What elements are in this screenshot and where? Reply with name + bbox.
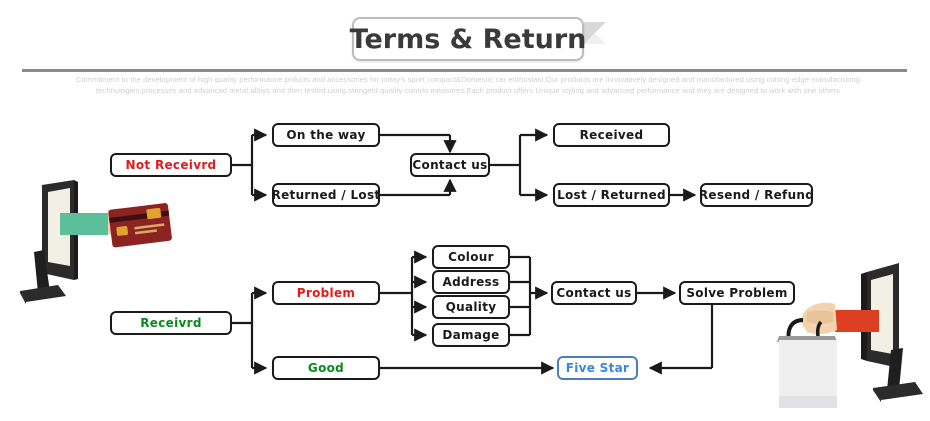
monitor-credit-card-illustration [20,180,172,304]
node-contact-us-top[interactable]: Contact us [410,153,490,177]
flowchart: Not Receivrd On the way Returned / Lost … [0,105,930,421]
flowchart-connectors [232,128,714,375]
node-problem[interactable]: Problem [272,281,380,305]
monitor-shopping-bag-illustration [777,263,923,408]
node-solve-problem[interactable]: Solve Problem [679,281,795,305]
header-divider [22,69,907,72]
banner-fold-icon [584,22,606,44]
node-not-received[interactable]: Not Receivrd [110,153,232,177]
banner-tag: Terms & Return [349,17,587,61]
intro-paragraph: Commitment to the development of high qu… [75,75,861,95]
node-quality[interactable]: Quality [432,295,510,319]
node-received[interactable]: Received [553,123,670,147]
node-resend-refund[interactable]: Resend / Refund [699,183,814,207]
node-on-the-way[interactable]: On the way [272,123,380,147]
header-banner: Terms & Return [0,0,930,72]
node-received-root[interactable]: Receivrd [110,311,232,335]
page-title: Terms & Return [349,23,587,55]
node-address[interactable]: Address [432,270,510,294]
node-damage[interactable]: Damage [432,323,510,347]
node-good[interactable]: Good [272,356,380,380]
node-lost-returned[interactable]: Lost / Returned [553,183,670,207]
node-returned-lost[interactable]: Returned / Lost [272,183,380,207]
node-colour[interactable]: Colour [432,245,510,269]
node-contact-us-bottom[interactable]: Contact us [551,281,637,305]
node-five-star[interactable]: Five Star [557,356,638,380]
